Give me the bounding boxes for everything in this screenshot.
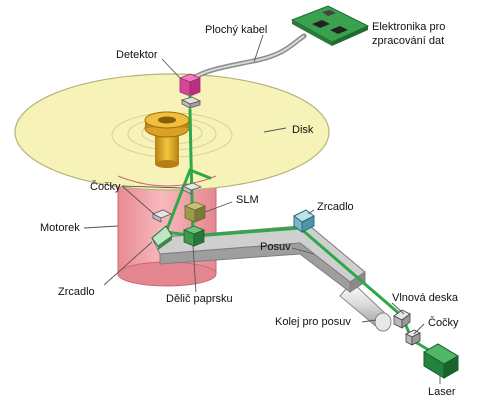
label-carriage: Posuv: [260, 241, 291, 253]
label-slm: SLM: [236, 194, 259, 206]
beam-splitter: [182, 225, 206, 247]
label-mirror-left: Zrcadlo: [58, 286, 95, 298]
electronics-board: [290, 5, 370, 46]
label-lenses-top: Čočky: [90, 180, 121, 193]
label-mirror-right: Zrcadlo: [317, 201, 354, 213]
label-beam-splitter: Dělič paprsku: [166, 293, 233, 305]
lenses-upper: [152, 182, 203, 223]
label-lenses-bottom: Čočky: [428, 316, 459, 329]
leader-lines: [83, 34, 441, 384]
label-flat-cable: Plochý kabel: [205, 24, 267, 36]
label-detector: Detektor: [116, 49, 158, 61]
detector-lens: [180, 96, 202, 109]
detector: [178, 73, 202, 97]
label-motor: Motorek: [40, 222, 80, 234]
laser-module: [423, 343, 459, 379]
label-electronics-line1: Elektronika pro: [372, 21, 445, 33]
label-wave-plate: Vlnová deska: [392, 292, 459, 304]
wave-plate: [393, 309, 411, 329]
slm: [183, 201, 207, 223]
mirror-left: [151, 225, 173, 250]
rail: [339, 281, 392, 332]
label-disk: Disk: [292, 124, 314, 136]
label-electronics-line2: zpracování dat: [372, 35, 444, 47]
label-rail: Kolej pro posuv: [275, 316, 351, 328]
label-laser: Laser: [428, 386, 456, 398]
